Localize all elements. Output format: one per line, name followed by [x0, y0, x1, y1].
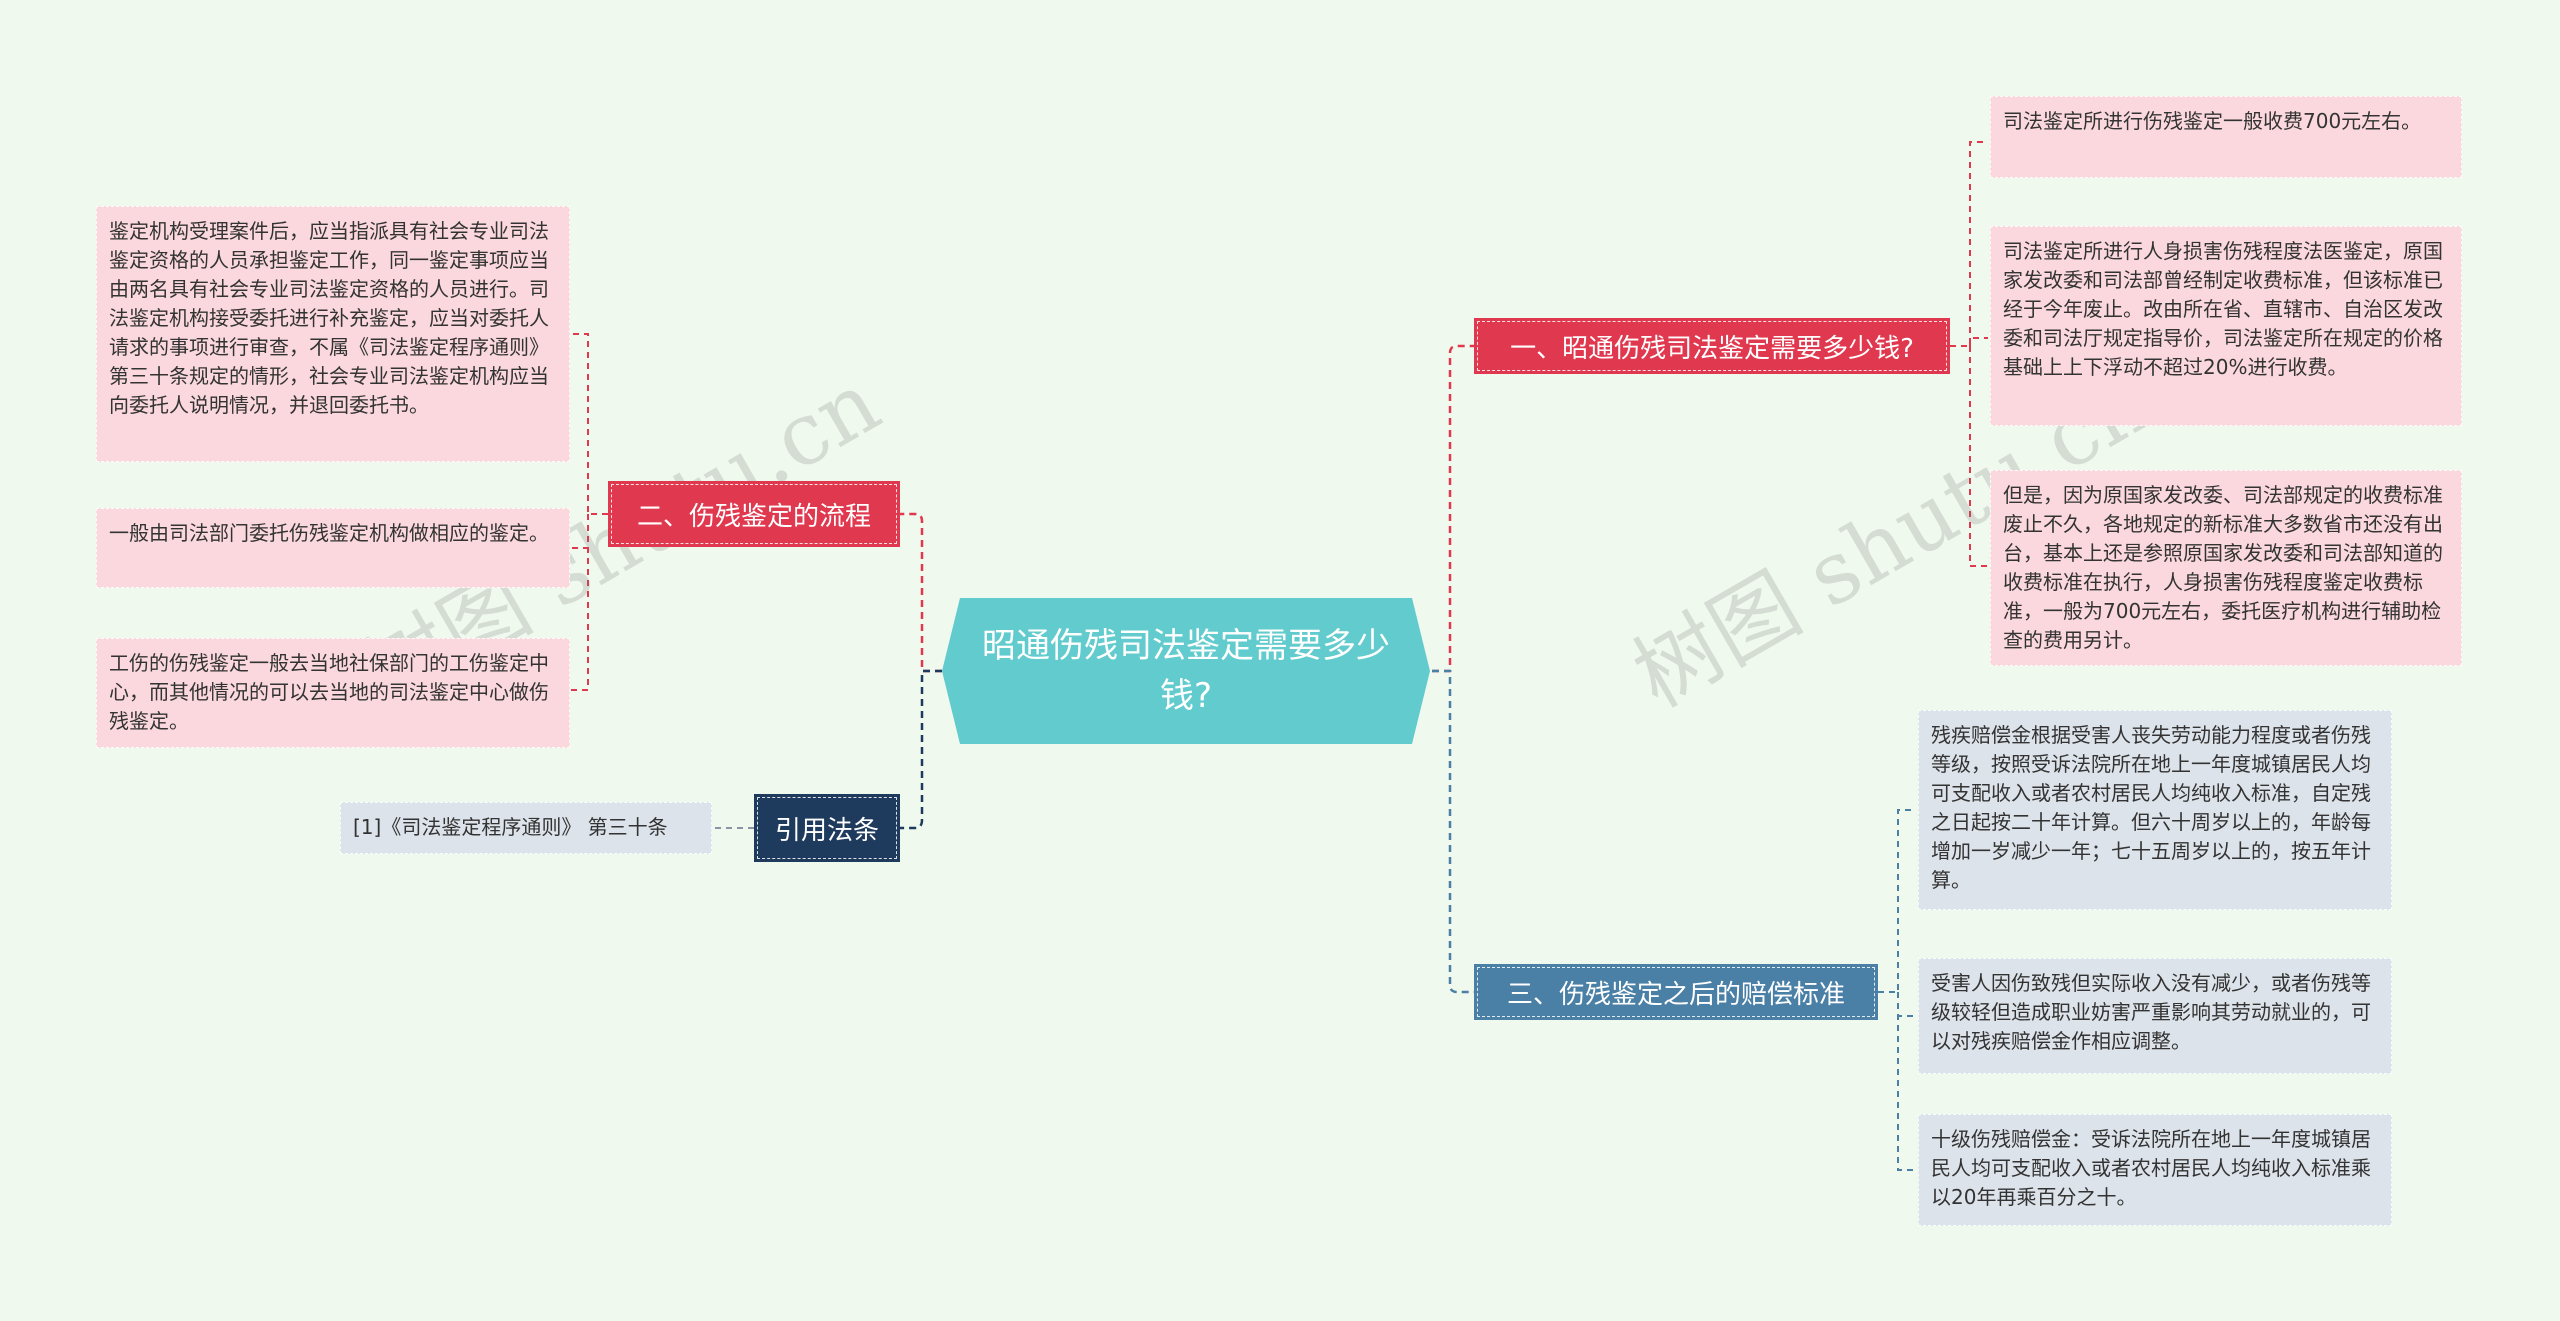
leaf-fee-2[interactable]: 司法鉴定所进行人身损害伤残程度法医鉴定，原国家发改委和司法部曾经制定收费标准，但… [1990, 226, 2462, 426]
leaf-compensation-3[interactable]: 十级伤残赔偿金：受诉法院所在地上一年度城镇居民人均可支配收入或者农村居民人均纯收… [1918, 1114, 2392, 1226]
leaf-compensation-2[interactable]: 受害人因伤致残但实际收入没有减少，或者伤残等级较轻但造成职业妨害严重影响其劳动就… [1918, 958, 2392, 1074]
leaf-procedure-1[interactable]: 鉴定机构受理案件后，应当指派具有社会专业司法鉴定资格的人员承担鉴定工作，同一鉴定… [96, 206, 570, 462]
branch-fee[interactable]: 一、昭通伤残司法鉴定需要多少钱? [1474, 318, 1950, 374]
leaf-procedure-3[interactable]: 工伤的伤残鉴定一般去当地社保部门的工伤鉴定中心，而其他情况的可以去当地的司法鉴定… [96, 638, 570, 748]
branch-compensation[interactable]: 三、伤残鉴定之后的赔偿标准 [1474, 964, 1878, 1020]
leaf-fee-1[interactable]: 司法鉴定所进行伤残鉴定一般收费700元左右。 [1990, 96, 2462, 178]
central-topic[interactable]: 昭通伤残司法鉴定需要多少钱? [942, 598, 1430, 744]
branch-citation[interactable]: 引用法条 [754, 794, 900, 862]
branch-procedure[interactable]: 二、伤残鉴定的流程 [608, 481, 900, 547]
leaf-citation-1[interactable]: [1]《司法鉴定程序通则》 第三十条 [340, 802, 712, 854]
leaf-compensation-1[interactable]: 残疾赔偿金根据受害人丧失劳动能力程度或者伤残等级，按照受诉法院所在地上一年度城镇… [1918, 710, 2392, 910]
leaf-procedure-2[interactable]: 一般由司法部门委托伤残鉴定机构做相应的鉴定。 [96, 508, 570, 588]
leaf-fee-3[interactable]: 但是，因为原国家发改委、司法部规定的收费标准废止不久，各地规定的新标准大多数省市… [1990, 470, 2462, 666]
